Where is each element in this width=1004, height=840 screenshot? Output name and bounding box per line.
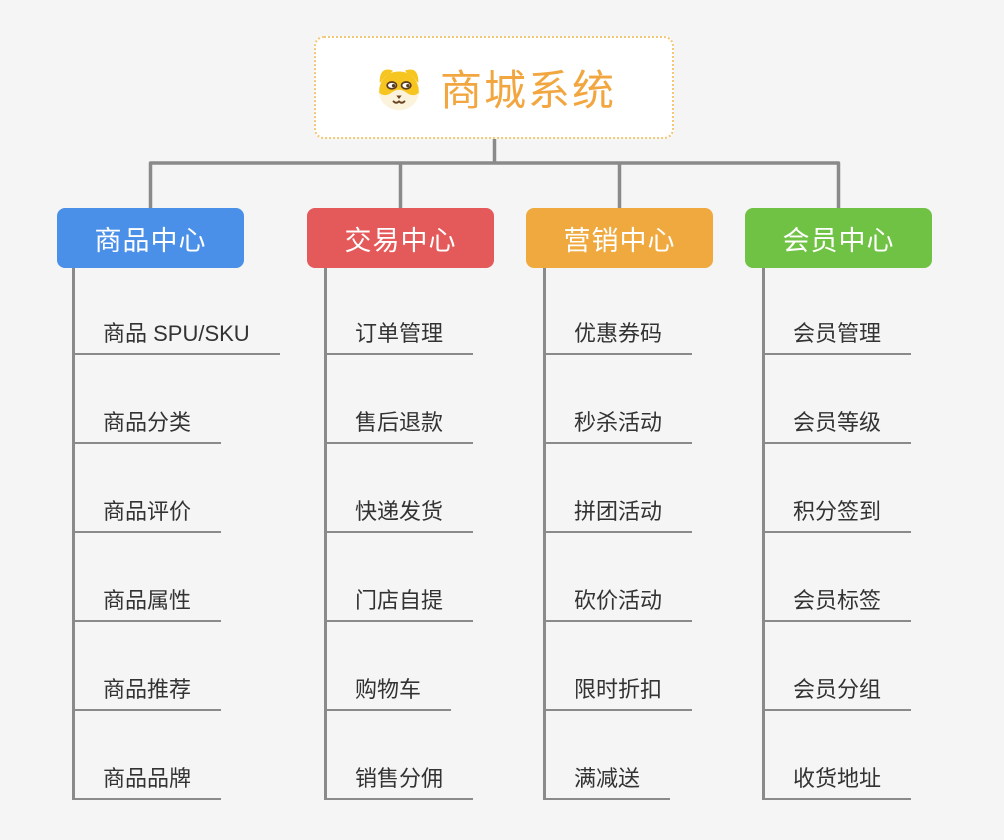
branch-bus-line <box>148 161 841 208</box>
subtopic-node[interactable]: 快递发货 <box>325 493 474 533</box>
subtopic-node[interactable]: 会员分组 <box>763 671 912 711</box>
subtopic-node[interactable]: 商品品牌 <box>73 760 222 800</box>
subtopic-node[interactable]: 会员标签 <box>763 582 912 622</box>
subtopic-node[interactable]: 限时折扣 <box>544 671 693 711</box>
root-node[interactable]: 商城系统 <box>314 36 674 139</box>
root-title: 商城系统 <box>439 67 616 114</box>
subtopic-node[interactable]: 商品推荐 <box>73 671 222 711</box>
subtopic-node[interactable]: 会员等级 <box>763 404 912 444</box>
subtopic-node[interactable]: 商品分类 <box>73 404 222 444</box>
branch-node-member-center[interactable]: 会员中心 <box>745 208 932 268</box>
subtopic-node[interactable]: 积分签到 <box>763 493 912 533</box>
subtopic-node[interactable]: 门店自提 <box>325 582 474 622</box>
dog-face-icon <box>378 69 420 111</box>
subtopic-node[interactable]: 商品属性 <box>73 582 222 622</box>
subtopic-node[interactable]: 销售分佣 <box>325 760 474 800</box>
branch-node-marketing-center[interactable]: 营销中心 <box>526 208 713 268</box>
subtopic-node[interactable]: 订单管理 <box>325 315 474 355</box>
subtopic-node[interactable]: 购物车 <box>325 671 452 711</box>
subtopic-node[interactable]: 满减送 <box>544 760 671 800</box>
subtopic-node[interactable]: 拼团活动 <box>544 493 693 533</box>
subtopic-node[interactable]: 收货地址 <box>763 760 912 800</box>
subtopic-node[interactable]: 商品评价 <box>73 493 222 533</box>
branch-node-product-center[interactable]: 商品中心 <box>57 208 244 268</box>
branch-children-connector <box>323 268 327 800</box>
subtopic-node[interactable]: 商品 SPU/SKU <box>73 315 280 355</box>
branch-children-connector <box>71 268 75 800</box>
branch-children-connector <box>761 268 765 800</box>
branch-children-connector <box>542 268 546 800</box>
subtopic-node[interactable]: 优惠券码 <box>544 315 693 355</box>
subtopic-node[interactable]: 会员管理 <box>763 315 912 355</box>
branch-node-trade-center[interactable]: 交易中心 <box>307 208 494 268</box>
subtopic-node[interactable]: 秒杀活动 <box>544 404 693 444</box>
subtopic-node[interactable]: 砍价活动 <box>544 582 693 622</box>
subtopic-node[interactable]: 售后退款 <box>325 404 474 444</box>
